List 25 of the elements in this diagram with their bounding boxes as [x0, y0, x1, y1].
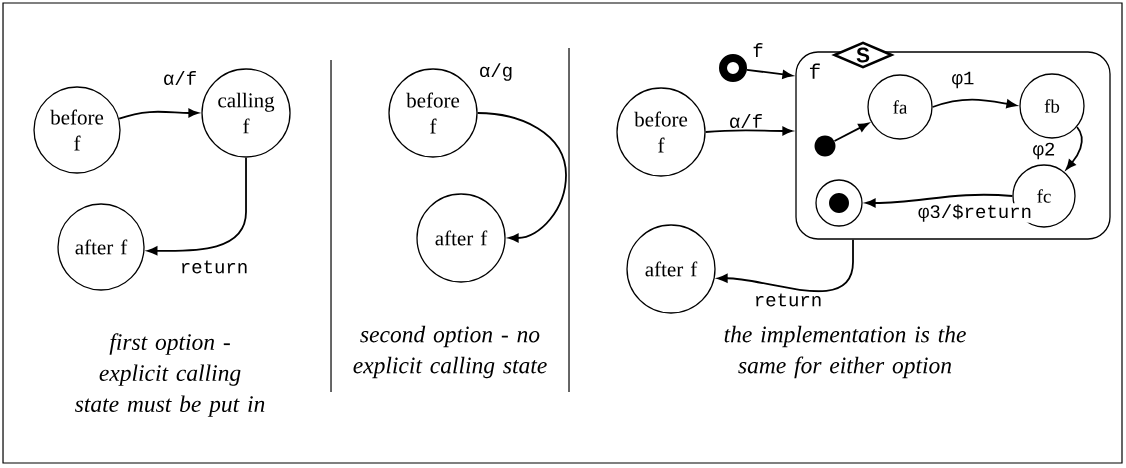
arrow: [746, 68, 793, 79]
arrow: [931, 98, 1017, 109]
arrow: [476, 112, 567, 243]
arrow: [1065, 126, 1083, 170]
caption: second option - no explicit calling state: [353, 325, 547, 379]
arrow: [717, 238, 854, 293]
caption: first option - explicit calling state must be put in: [75, 333, 265, 417]
edge-label: φ1: [950, 70, 976, 90]
edge-label: return: [752, 292, 824, 308]
edge-label: α/f: [161, 70, 199, 86]
edge-label: α/g: [477, 62, 515, 82]
arrow: [118, 108, 199, 120]
initial-state-marker: [719, 54, 747, 82]
edge-label: f: [751, 42, 765, 58]
edge-label: return: [178, 259, 250, 275]
arrow: [704, 126, 793, 136]
arrow: [865, 193, 1014, 208]
edge-label: α/f: [727, 113, 765, 129]
caption: the implementation is the same for either option: [724, 325, 966, 379]
arrow: [147, 156, 247, 256]
edge-label: φ2: [1031, 141, 1057, 161]
initial-state-dot: [814, 135, 836, 157]
arrow: [833, 122, 869, 142]
final-state: [815, 179, 863, 227]
edge-label: φ3/$return: [917, 203, 1033, 223]
